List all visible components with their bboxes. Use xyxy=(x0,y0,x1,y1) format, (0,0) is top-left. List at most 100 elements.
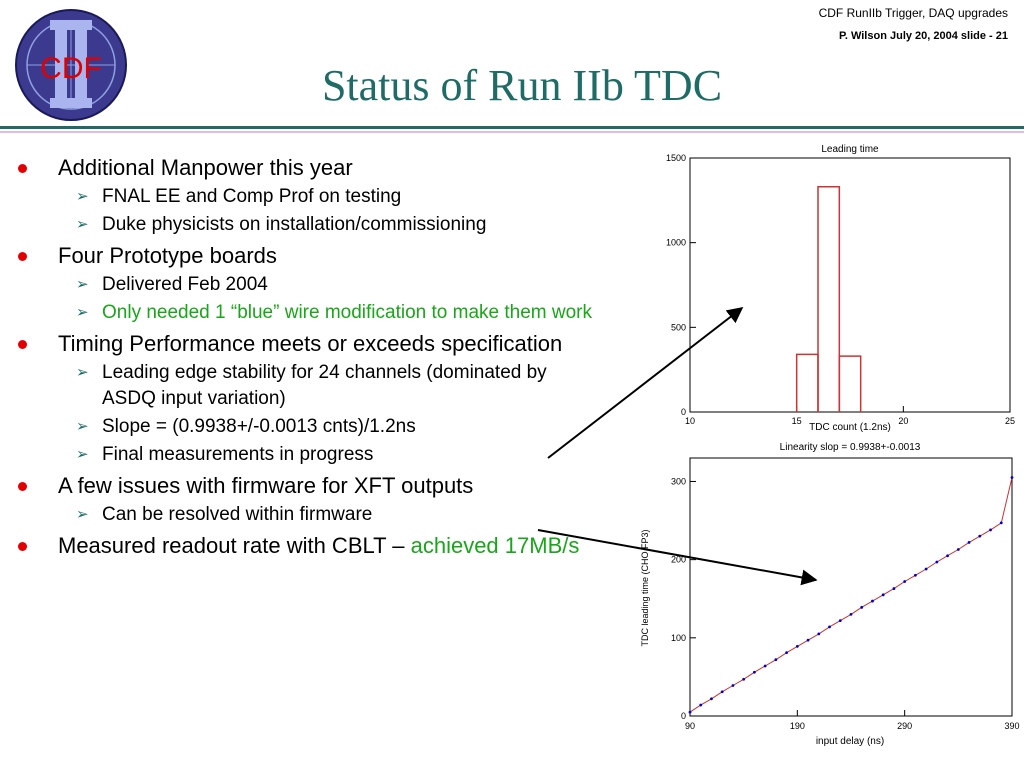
arrow-bullet-icon: ➢ xyxy=(76,216,89,233)
bullet-item: Measured readout rate with CBLT – achiev… xyxy=(18,532,638,560)
linearity-point xyxy=(860,605,864,609)
linearity-point xyxy=(881,593,885,597)
linearity-point xyxy=(967,541,971,544)
author-slide-label: P. Wilson July 20, 2004 slide - 21 xyxy=(838,30,1008,42)
conference-label: CDF RunIIb Trigger, DAQ upgrades xyxy=(818,6,1008,20)
x-tick-label: 90 xyxy=(685,721,695,731)
histogram-bin xyxy=(817,186,841,412)
linearity-point xyxy=(742,677,746,681)
bullet-text: Four Prototype boards xyxy=(58,243,277,268)
sub-bullet-item: ➢ Duke physicists on installation/commiss… xyxy=(18,212,648,238)
histogram-frame xyxy=(689,157,1011,413)
x-tick-label: 15 xyxy=(792,416,802,426)
x-tick-label: 190 xyxy=(790,721,805,731)
linearity-point xyxy=(924,567,928,571)
linearity-point xyxy=(763,664,767,668)
linearity-point xyxy=(838,619,842,623)
bullet-text: A few issues with firmware for XFT outpu… xyxy=(58,473,474,498)
sub-bullet-text: Only needed 1 “blue” wire modification t… xyxy=(102,302,593,323)
linearity-point xyxy=(688,710,692,714)
arrow-bullet-icon: ➢ xyxy=(76,418,89,435)
y-tick-label: 1000 xyxy=(666,238,686,248)
title-rule-accent xyxy=(0,131,1024,133)
bullet-highlight-text: achieved 17MB/s xyxy=(410,533,580,558)
sub-bullet-text: Leading edge stability for 24 channels (… xyxy=(102,362,547,409)
title-rule xyxy=(0,126,1024,129)
histogram-xlabel: TDC count (1.2ns) xyxy=(809,422,891,432)
histogram-bin xyxy=(838,355,862,412)
sub-bullet-item: ➢ FNAL EE and Comp Prof on testing xyxy=(18,184,648,210)
bullet-dot-icon xyxy=(18,340,27,349)
linearity-point xyxy=(795,645,799,648)
sub-bullet-item: ➢ Leading edge stability for 24 channels … xyxy=(18,360,562,412)
linearity-point xyxy=(753,670,756,674)
x-tick-label: 10 xyxy=(685,416,695,426)
sub-bullet-text: Slope = (0.9938+/-0.0013 cnts)/1.2ns xyxy=(102,416,416,437)
cdf-logo: CDF xyxy=(15,9,127,121)
bullet-text: Additional Manpower this year xyxy=(58,155,353,180)
y-tick-label: 0 xyxy=(681,711,686,721)
arrow-bullet-icon: ➢ xyxy=(76,446,89,463)
linearity-point xyxy=(774,658,778,662)
sub-bullet-text: FNAL EE and Comp Prof on testing xyxy=(102,186,402,207)
linearity-point xyxy=(699,703,703,707)
arrow-bullet-icon: ➢ xyxy=(76,276,89,293)
bullet-dot-icon xyxy=(18,482,27,491)
sub-bullet-text: Can be resolved within firmware xyxy=(102,504,373,525)
sub-bullet-text: Delivered Feb 2004 xyxy=(102,274,268,295)
bullet-dot-icon xyxy=(18,542,27,551)
sub-bullet-text: Final measurements in progress xyxy=(102,444,374,465)
sub-bullet-item: ➢ Final measurements in progress xyxy=(18,442,648,468)
sub-bullet-item: ➢ Only needed 1 “blue” wire modification … xyxy=(18,300,648,326)
linearity-point xyxy=(946,554,949,558)
bullet-dot-icon xyxy=(18,252,27,261)
bullet-text: Measured readout rate with CBLT – xyxy=(58,533,411,558)
linearity-point xyxy=(892,587,896,590)
y-tick-label: 500 xyxy=(671,322,686,332)
linearity-point xyxy=(720,690,724,694)
linearity-point xyxy=(978,534,982,538)
x-tick-label: 20 xyxy=(898,416,908,426)
bullet-item: Timing Performance meets or exceeds spec… xyxy=(18,330,578,358)
y-tick-label: 200 xyxy=(671,555,686,565)
y-tick-label: 100 xyxy=(671,633,686,643)
histogram-bin xyxy=(795,353,819,412)
linearity-frame xyxy=(689,457,1013,717)
linearity-point xyxy=(849,612,853,616)
linearity-point xyxy=(903,580,907,583)
arrow-bullet-icon: ➢ xyxy=(76,188,89,205)
linearity-point xyxy=(956,548,960,551)
y-tick-label: 0 xyxy=(681,407,686,417)
x-tick-label: 25 xyxy=(1005,416,1015,426)
sub-bullet-item: ➢ Can be resolved within firmware xyxy=(18,502,648,528)
linearity-point xyxy=(999,521,1003,525)
linearity-point xyxy=(935,560,939,564)
sub-bullet-item: ➢ Delivered Feb 2004 xyxy=(18,272,648,298)
linearity-point xyxy=(871,599,874,603)
x-tick-label: 390 xyxy=(1004,721,1019,731)
linearity-point xyxy=(785,651,788,655)
linearity-point xyxy=(828,625,831,629)
bullet-item: A few issues with firmware for XFT outpu… xyxy=(18,472,648,500)
y-tick-label: 300 xyxy=(671,476,686,486)
arrow-bullet-icon: ➢ xyxy=(76,506,89,523)
linearity-title: Linearity slop = 0.9938+-0.0013 xyxy=(780,442,921,453)
linearity-point xyxy=(817,632,821,636)
histogram-title: Leading time xyxy=(821,144,879,155)
bullet-list: Additional Manpower this year ➢ FNAL EE a… xyxy=(18,150,648,560)
bullet-item: Additional Manpower this year xyxy=(18,154,648,182)
bullet-item: Four Prototype boards xyxy=(18,242,648,270)
linearity-plot: Linearity slop = 0.9938+-0.0013 90 190 290… xyxy=(640,442,1020,747)
arrow-bullet-icon: ➢ xyxy=(76,304,89,321)
bullet-dot-icon xyxy=(18,164,27,173)
leading-time-histogram: Leading time 10 15 20 25 0 500 1000 1500 TDC co… xyxy=(666,144,1015,432)
sub-bullet-text: Duke physicists on installation/commissi… xyxy=(102,214,487,235)
linearity-point xyxy=(989,528,992,532)
linearity-xlabel: input delay (ns) xyxy=(816,736,884,747)
sub-bullet-item: ➢ Slope = (0.9938+/-0.0013 cnts)/1.2ns xyxy=(18,414,648,440)
x-tick-label: 290 xyxy=(897,721,912,731)
arrow-bullet-icon: ➢ xyxy=(76,364,89,381)
bullet-text: Timing Performance meets or exceeds spec… xyxy=(58,331,563,356)
linearity-point xyxy=(914,573,917,577)
y-tick-label: 1500 xyxy=(666,153,686,163)
